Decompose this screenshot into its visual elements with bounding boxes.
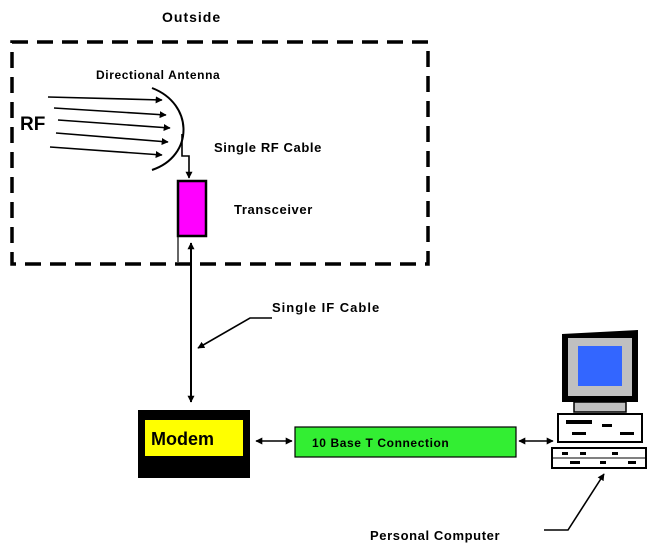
transceiver-box <box>178 181 206 236</box>
if-cable-pointer <box>198 318 272 348</box>
rf-arrow <box>48 97 162 100</box>
transceiver-label: Transceiver <box>234 202 313 217</box>
rf-arrow <box>54 108 166 115</box>
rf-label: RF <box>20 114 45 135</box>
personal-computer-label: Personal Computer <box>370 528 500 543</box>
rf-arrows <box>48 97 170 155</box>
single-rf-cable-label: Single RF Cable <box>214 140 322 155</box>
rf-arrow <box>58 120 170 128</box>
modem: Modem <box>138 410 250 478</box>
rf-arrow <box>56 133 168 142</box>
directional-antenna-label: Directional Antenna <box>96 68 220 82</box>
modem-label: Modem <box>151 429 214 449</box>
rf-arrow <box>50 147 162 155</box>
connection-label: 10 Base T Connection <box>312 436 449 450</box>
monitor-screen <box>578 346 622 386</box>
pc-pointer <box>544 474 604 530</box>
connection: 10 Base T Connection <box>295 427 516 457</box>
outside-label: Outside <box>162 9 221 25</box>
single-if-cable-label: Single IF Cable <box>272 300 380 315</box>
computer-icon <box>552 330 646 468</box>
